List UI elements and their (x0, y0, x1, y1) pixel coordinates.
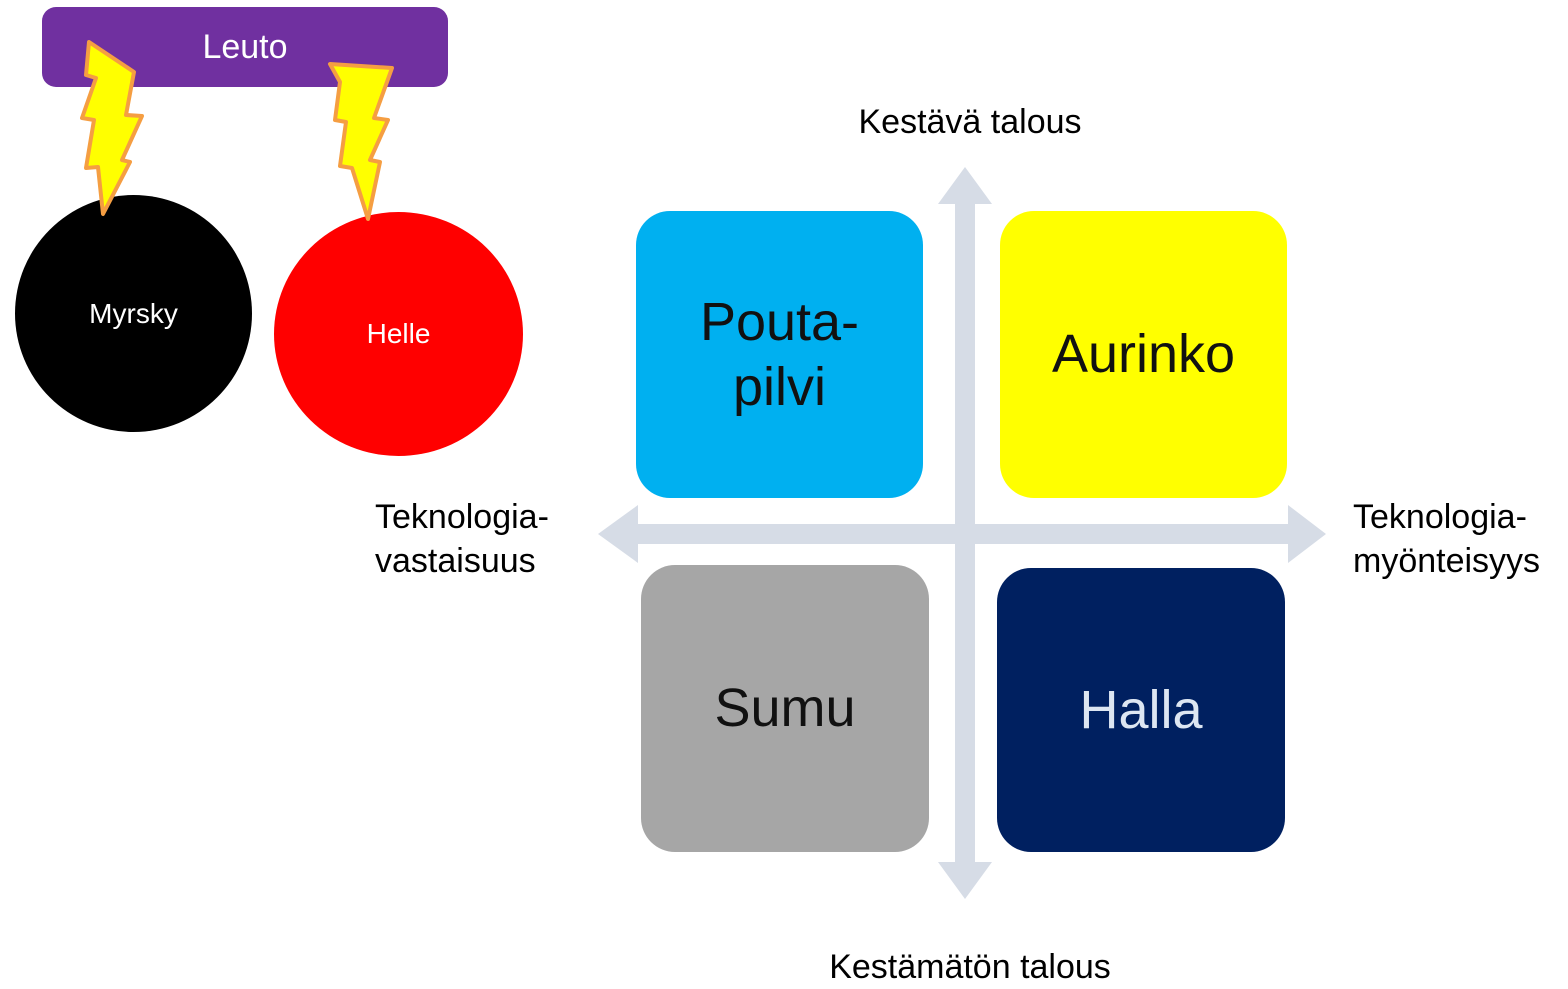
quadrant-halla: Halla (997, 568, 1285, 852)
sumu-label: Sumu (714, 678, 856, 739)
helle-circle: Helle (274, 212, 523, 456)
helle-label: Helle (366, 318, 431, 349)
axis-label-bottom: Kestämätön talous (829, 948, 1111, 986)
halla-label: Halla (1079, 679, 1203, 740)
axis-label-left: Teknologia- vastaisuus (375, 498, 549, 581)
quadrant-pouta-pilvi: Pouta- pilvi (636, 211, 923, 498)
lightning-bolt-left-icon (80, 40, 144, 216)
quadrant-aurinko: Aurinko (1000, 211, 1287, 498)
pouta-pilvi-label: Pouta- pilvi (699, 291, 860, 417)
lightning-bolt-right-icon (328, 62, 394, 221)
quadrant-sumu: Sumu (641, 565, 929, 852)
aurinko-label: Aurinko (1051, 324, 1236, 385)
axis-label-top: Kestävä talous (858, 103, 1082, 141)
axis-label-right: Teknologia- myönteisyys (1353, 498, 1541, 581)
myrsky-circle: Myrsky (15, 195, 252, 432)
leuto-label: Leuto (202, 27, 288, 66)
horizontal-axis-arrow (598, 505, 1326, 563)
myrsky-label: Myrsky (89, 297, 178, 329)
